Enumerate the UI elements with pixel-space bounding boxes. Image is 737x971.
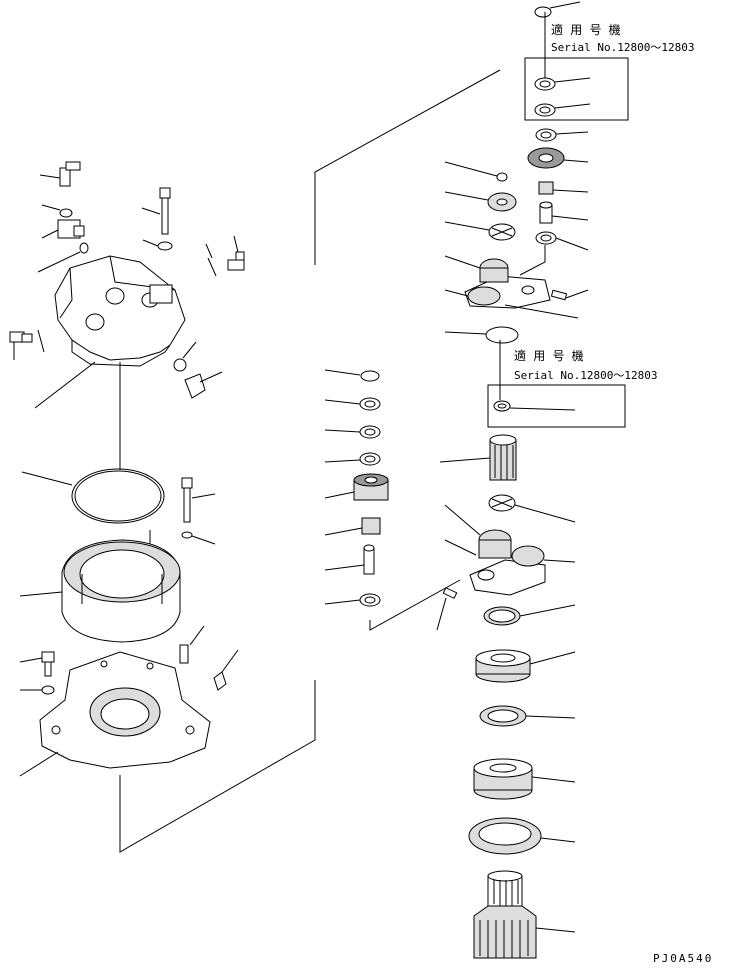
- planet-pin-part: [539, 201, 589, 224]
- mount-bolt-part: [19, 651, 55, 677]
- collar-part: [468, 817, 576, 855]
- valve-block-part: [41, 219, 85, 239]
- mid-washer-1-part: [324, 397, 381, 411]
- output-shaft-part: [473, 870, 576, 959]
- cap-screw-part: [181, 477, 216, 523]
- mid-needle-bearing-part: [324, 517, 381, 536]
- lower-key-part: [436, 587, 458, 631]
- flange-housing-part: [19, 651, 211, 777]
- lower-planet-carrier-part: [444, 504, 576, 596]
- applicability-box-top: [524, 57, 629, 121]
- sun-gear-part: [527, 147, 589, 169]
- sensor-connector-part: [173, 341, 223, 399]
- washer-part: [142, 239, 173, 251]
- planet-gear-part: [324, 473, 389, 501]
- upper-planet-carrier-part: [444, 255, 579, 319]
- small-o-ring-part: [41, 204, 73, 218]
- long-bolt-part: [141, 187, 171, 235]
- needle-bearing-part: [538, 181, 589, 195]
- small-pin-part: [205, 243, 217, 277]
- boxed-washer-3-part: [493, 400, 576, 412]
- gear-spacer-part: [444, 191, 517, 212]
- bearing-race-part: [479, 705, 576, 727]
- top-note-label: 適 用 号 機: [551, 22, 621, 37]
- carrier-key-part: [550, 289, 589, 301]
- retaining-ring-part: [444, 326, 519, 344]
- thrust-plate-part: [444, 221, 516, 241]
- side-fitting-part: [9, 329, 45, 360]
- planet-washer-part: [535, 231, 589, 251]
- lower-thrust-plate-part: [488, 494, 576, 523]
- applicability-box-middle: [487, 384, 626, 428]
- motor-housing-part: [34, 255, 186, 409]
- screw-washer-part: [181, 531, 216, 545]
- mid-pin-part: [324, 544, 375, 575]
- boxed-washer-1-part: [534, 77, 591, 91]
- mount-washer-part: [20, 685, 55, 695]
- elbow-fitting-part: [39, 161, 81, 187]
- grease-fitting-part: [213, 649, 239, 691]
- boxed-washer-2-part: [534, 103, 591, 117]
- mid-washer-3-part: [324, 452, 381, 466]
- mid-washer-4-part: [324, 593, 381, 607]
- spline-gear-part: [439, 434, 517, 481]
- mid-washer-2-part: [324, 425, 381, 439]
- lower-roller-bearing-part: [473, 758, 576, 800]
- large-o-ring-part: [21, 468, 165, 524]
- top-snap-ring-part: [534, 1, 581, 18]
- middle-note-label: 適 用 号 機: [514, 348, 584, 363]
- upper-roller-bearing-part: [475, 649, 576, 683]
- assembly-connector-lines: [119, 12, 546, 853]
- ring-gear-part: [19, 539, 181, 643]
- mid-snap-ring-part: [324, 369, 380, 382]
- small-snap-ring-part: [444, 161, 508, 182]
- drawing-code: PJ0A540: [653, 952, 713, 965]
- middle-note-serial: Serial No.12800～12803: [514, 369, 657, 382]
- top-note-serial: Serial No.12800～12803: [551, 41, 694, 54]
- thrust-washer-part: [535, 128, 589, 142]
- o-ring-part: [37, 242, 89, 273]
- plug-fitting-part: [227, 235, 245, 271]
- dowel-pin-part: [179, 625, 205, 664]
- oil-seal-part: [483, 604, 576, 626]
